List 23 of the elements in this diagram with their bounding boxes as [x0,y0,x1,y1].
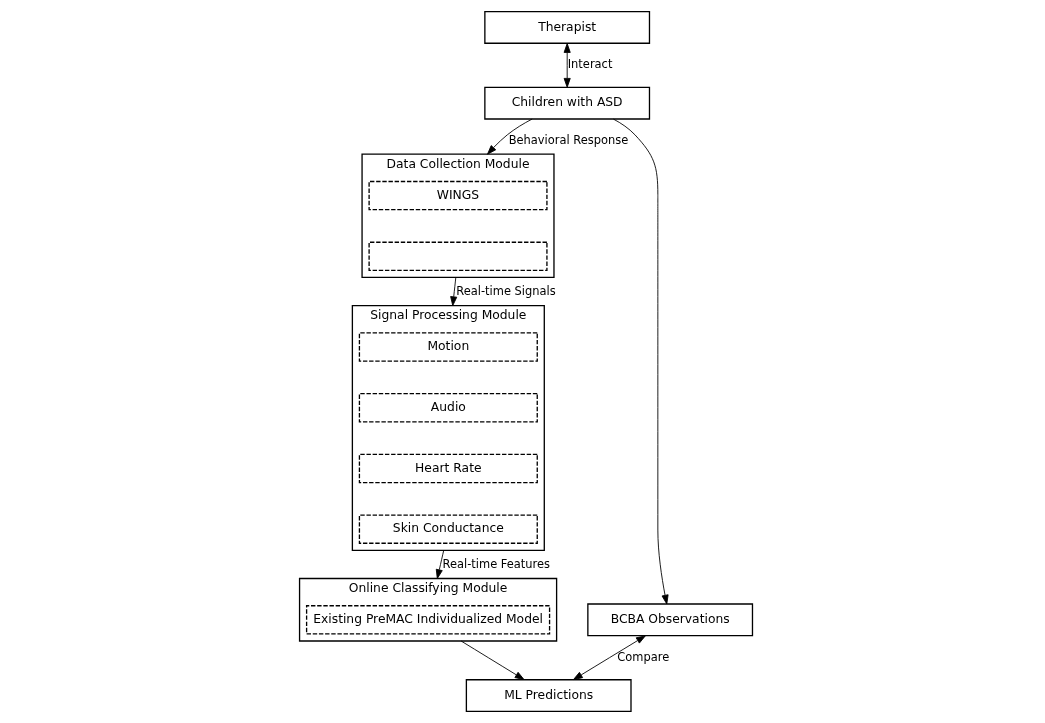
arrow [573,635,646,680]
node-box: Therapist [484,10,651,44]
arrow [487,118,533,155]
node-box: Audio [358,392,538,423]
node-box: Existing PreMAC Individualized Model [305,605,551,635]
arrow [460,640,525,680]
node-box: Heart Rate [358,453,538,484]
node-box: ML Predictions [465,679,632,713]
edge-label: Interact [567,57,613,72]
arrow [612,118,669,605]
node-box [368,241,548,272]
arrow [563,43,571,88]
node-box: Motion [358,332,538,362]
node-box: Skin Conductance [358,514,538,544]
edge-label: Compare [617,649,670,664]
node-box: BCBA Observations [587,603,754,637]
edge-label: Real-time Features [442,557,551,572]
node-box: WINGS [368,180,548,211]
edge-label: Real-time Signals [456,284,556,299]
node-box: Children with ASD [484,86,651,120]
arrow [435,549,445,579]
edge-label: Behavioral Response [508,132,629,147]
arrow [450,277,458,307]
